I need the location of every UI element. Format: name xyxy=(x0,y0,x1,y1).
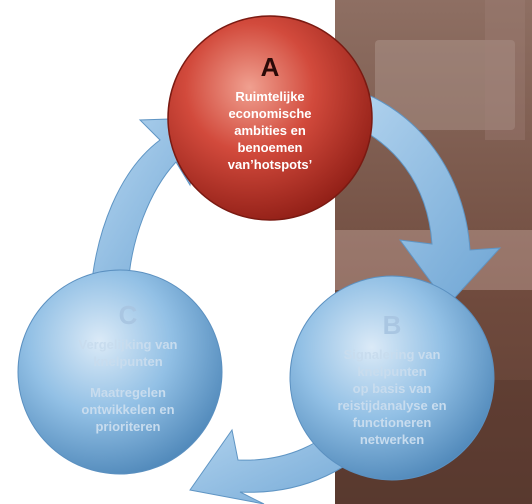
node-b-line: knelpunten xyxy=(357,364,427,379)
node-a-line: ambities en xyxy=(234,123,306,138)
node-c-text: C Vergelijking van knelpunten Maatregele… xyxy=(42,300,214,435)
paragraph-gap xyxy=(42,370,214,384)
node-c-line: ontwikkelen en xyxy=(81,402,175,417)
node-a-text: A Ruimtelijke economische ambities en be… xyxy=(205,52,335,173)
node-b-line: op basis van xyxy=(352,381,432,396)
node-b-line: reistijdanalyse en xyxy=(337,398,447,413)
node-c-line: knelpunten xyxy=(93,354,163,369)
node-c-line: prioriteren xyxy=(95,419,161,434)
node-b-line: functioneren xyxy=(352,415,432,430)
node-b-text: B Signalering van knelpunten op basis va… xyxy=(306,310,478,448)
arrow-a-to-b xyxy=(339,87,502,306)
node-b-line: netwerken xyxy=(359,432,425,447)
photo-lamp-shape xyxy=(485,0,525,140)
node-a-letter: A xyxy=(260,52,280,82)
node-c-line: Maatregelen xyxy=(90,385,166,400)
node-a-line: benoemen xyxy=(237,140,303,155)
node-c-letter: C xyxy=(118,300,138,330)
node-a-line: van’hotspots’ xyxy=(227,157,313,172)
node-a-circle xyxy=(167,15,373,221)
node-a-line: Ruimtelijke xyxy=(235,89,305,104)
node-c-line: Vergelijking van xyxy=(78,337,178,352)
node-c-circle xyxy=(17,269,223,475)
node-b-letter: B xyxy=(382,310,402,340)
node-a-line: economische xyxy=(228,106,312,121)
node-b-line: Signalering van xyxy=(343,347,441,362)
node-b-circle xyxy=(289,275,495,481)
